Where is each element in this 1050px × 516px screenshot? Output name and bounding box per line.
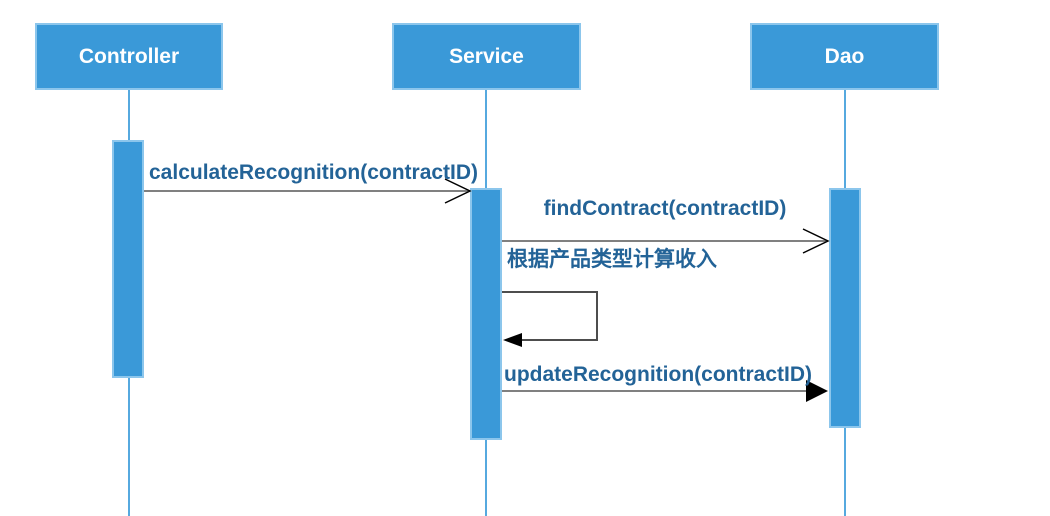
- actor-box-controller: Controller: [35, 23, 223, 90]
- filled-arrowhead-icon: [503, 333, 522, 347]
- activation-bar-controller: [112, 140, 144, 378]
- actor-box-service: Service: [392, 23, 581, 90]
- message-label-update-recognition: updateRecognition(contractID): [504, 363, 812, 386]
- message-label-find-contract: findContract(contractID): [543, 197, 787, 220]
- actor-box-dao: Dao: [750, 23, 939, 90]
- activation-bar-service: [470, 188, 502, 440]
- self-message-loop-line: [502, 291, 598, 341]
- open-arrowhead-icon: [802, 228, 830, 254]
- actor-label-service: Service: [449, 44, 524, 68]
- actor-label-dao: Dao: [824, 44, 865, 68]
- message-label-calculate-recognition: calculateRecognition(contractID): [149, 161, 479, 184]
- actor-label-controller: Controller: [78, 44, 180, 68]
- activation-bar-dao: [829, 188, 861, 428]
- message-label-self-call: 根据产品类型计算收入: [507, 248, 717, 271]
